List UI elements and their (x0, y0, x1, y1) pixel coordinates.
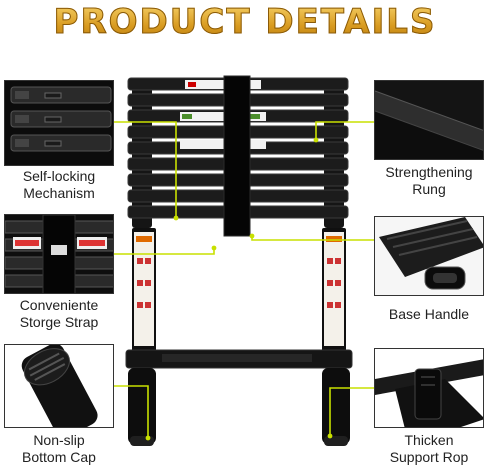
strengthening-rung-detail-image (374, 80, 484, 160)
self-locking-label: Self-locking Mechanism (22, 168, 96, 201)
self-locking-detail-image (4, 80, 114, 166)
bottom-cap-label: Non-slip Bottom Cap (22, 432, 96, 465)
base-handle-label: Base Handle (388, 306, 470, 322)
strengthening-rung-label: Strengthening Rung (385, 164, 473, 197)
base-handle-detail-image (374, 216, 484, 296)
support-rop-label: Thicken Support Rop (389, 432, 469, 465)
support-rop-detail-image (374, 348, 484, 428)
page-title: PRODUCT DETAILS (0, 2, 490, 43)
storage-strap-label: Conveniente Storge Strap (19, 297, 99, 330)
bottom-cap-detail-image (4, 344, 114, 428)
storage-strap-detail-image (4, 214, 114, 294)
